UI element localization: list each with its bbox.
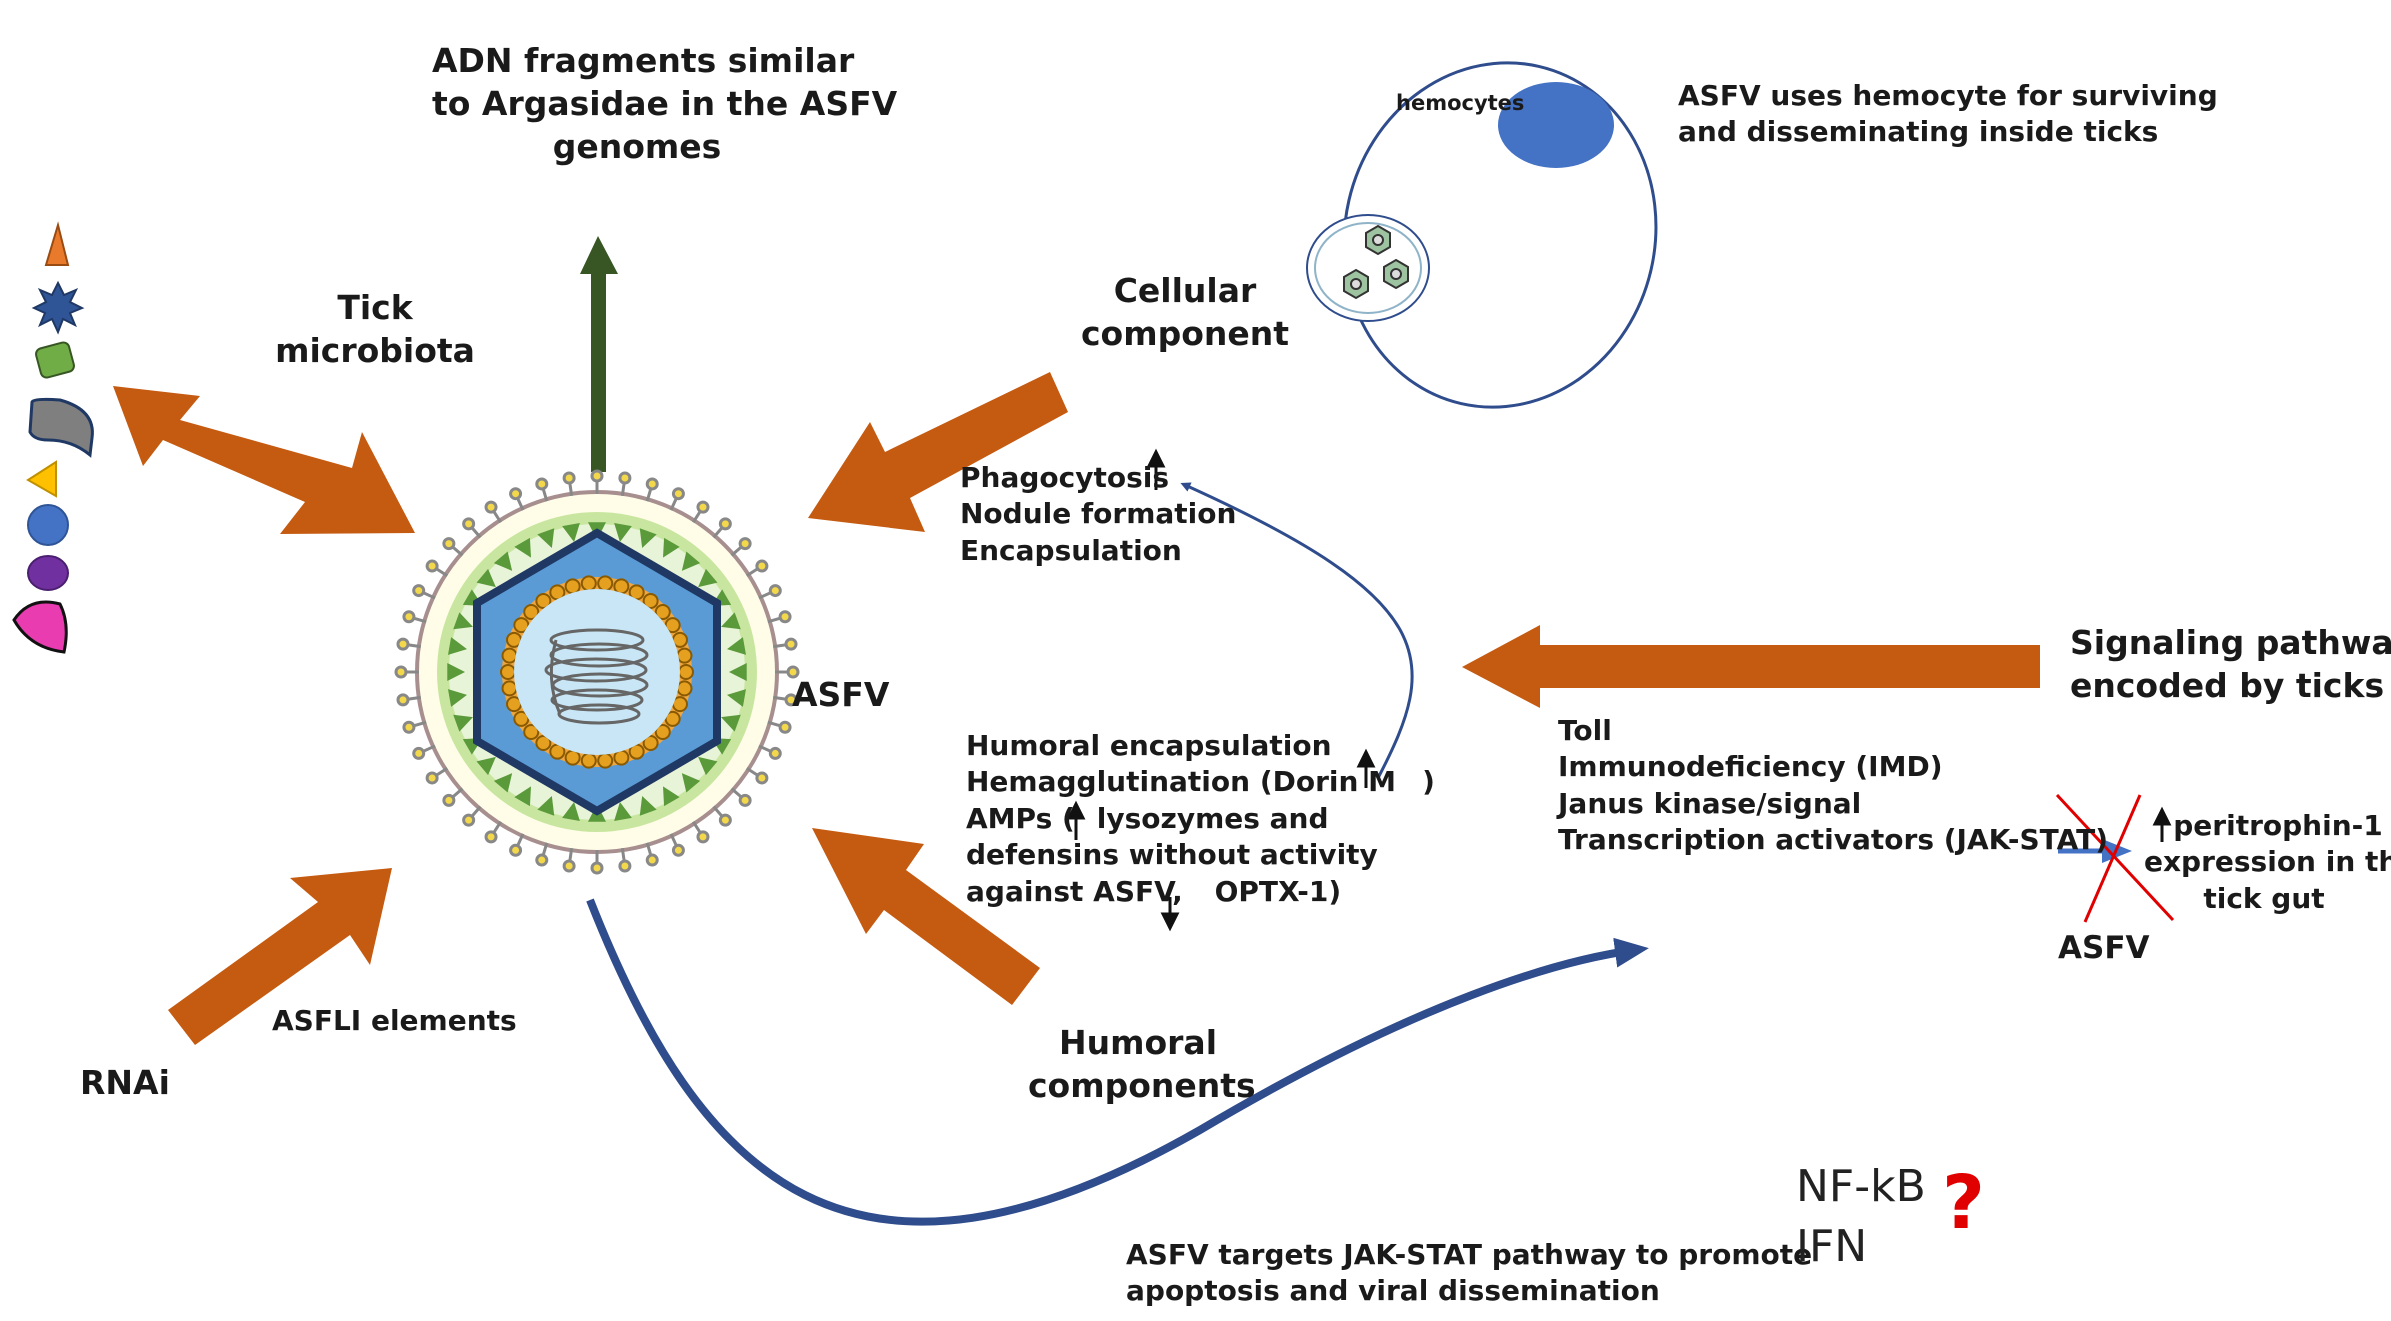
square-green-icon: [35, 341, 75, 379]
signaling-pathways-label: Signaling pathways encoded by ticks: [2070, 623, 2391, 705]
adn-fragments-label: ADN fragments similar to Argasidae in th…: [432, 41, 898, 166]
hemocyte-note: ASFV uses hemocyte for surviving and dis…: [1678, 79, 2218, 149]
ifn-label: IFN: [1796, 1221, 1868, 1272]
signaling-pathways-arrow: [1462, 625, 2040, 708]
hemocytes-label: hemocytes: [1396, 91, 1525, 115]
red-cross: [2055, 793, 2175, 923]
vacuole: [1306, 214, 1430, 322]
asfv-virion: [394, 469, 800, 875]
nucleus: [1498, 82, 1614, 168]
microbiota-icons: [12, 221, 94, 654]
nfkb-label: NF-kB: [1796, 1161, 1926, 1212]
humoral-components-arrow: [812, 828, 1040, 1005]
triangle-yellow-icon: [26, 460, 57, 498]
virion-icons: [1343, 224, 1409, 300]
question-mark: ?: [1942, 1160, 1985, 1246]
cellular-component-arrow: [808, 372, 1068, 532]
cellular-responses-list: Phagocytosis Nodule formation Encapsulat…: [960, 461, 1237, 567]
dna-coil: [544, 628, 649, 725]
pathways-list: Toll Immunodeficiency (IMD) Janus kinase…: [1558, 714, 2108, 857]
feedback-curve: [1180, 482, 1414, 779]
drop-magenta-icon: [12, 600, 68, 654]
oval-purple-icon: [27, 555, 69, 591]
star-blue-icon: [31, 280, 85, 335]
rnai-arrow: [168, 868, 392, 1045]
capsule-gray-icon: [28, 397, 94, 458]
green-arrow: [580, 236, 618, 472]
orange-arrows: [113, 372, 2040, 1045]
hemocyte-cell: [1306, 61, 1658, 409]
humoral-responses-list: Humoral encapsulation Hemagglutination (…: [966, 729, 1435, 908]
microbiota-double-arrow: [113, 386, 415, 534]
jak-stat-note: ASFV targets JAK-STAT pathway to promote…: [1126, 1238, 1813, 1308]
humoral-components-label: Humoral components: [1028, 1023, 1256, 1105]
rnai-label: RNAi: [80, 1063, 170, 1102]
asfli-label: ASFLI elements: [272, 1004, 517, 1037]
asfv-label: ASFV: [792, 675, 890, 714]
small-arrows: [1066, 448, 2172, 932]
circle-blue-icon: [27, 504, 69, 546]
tick-microbiota-label: Tick microbiota: [275, 288, 475, 370]
peritrophin-note: peritrophin-1 expression in the tick gut: [2144, 809, 2391, 915]
asfv-crossed-label: ASFV: [2058, 930, 2150, 966]
jak-stat-curve: [586, 898, 1649, 1226]
cellular-component-label: Cellular component: [1080, 271, 1290, 353]
triangle-orange-icon: [44, 221, 70, 266]
